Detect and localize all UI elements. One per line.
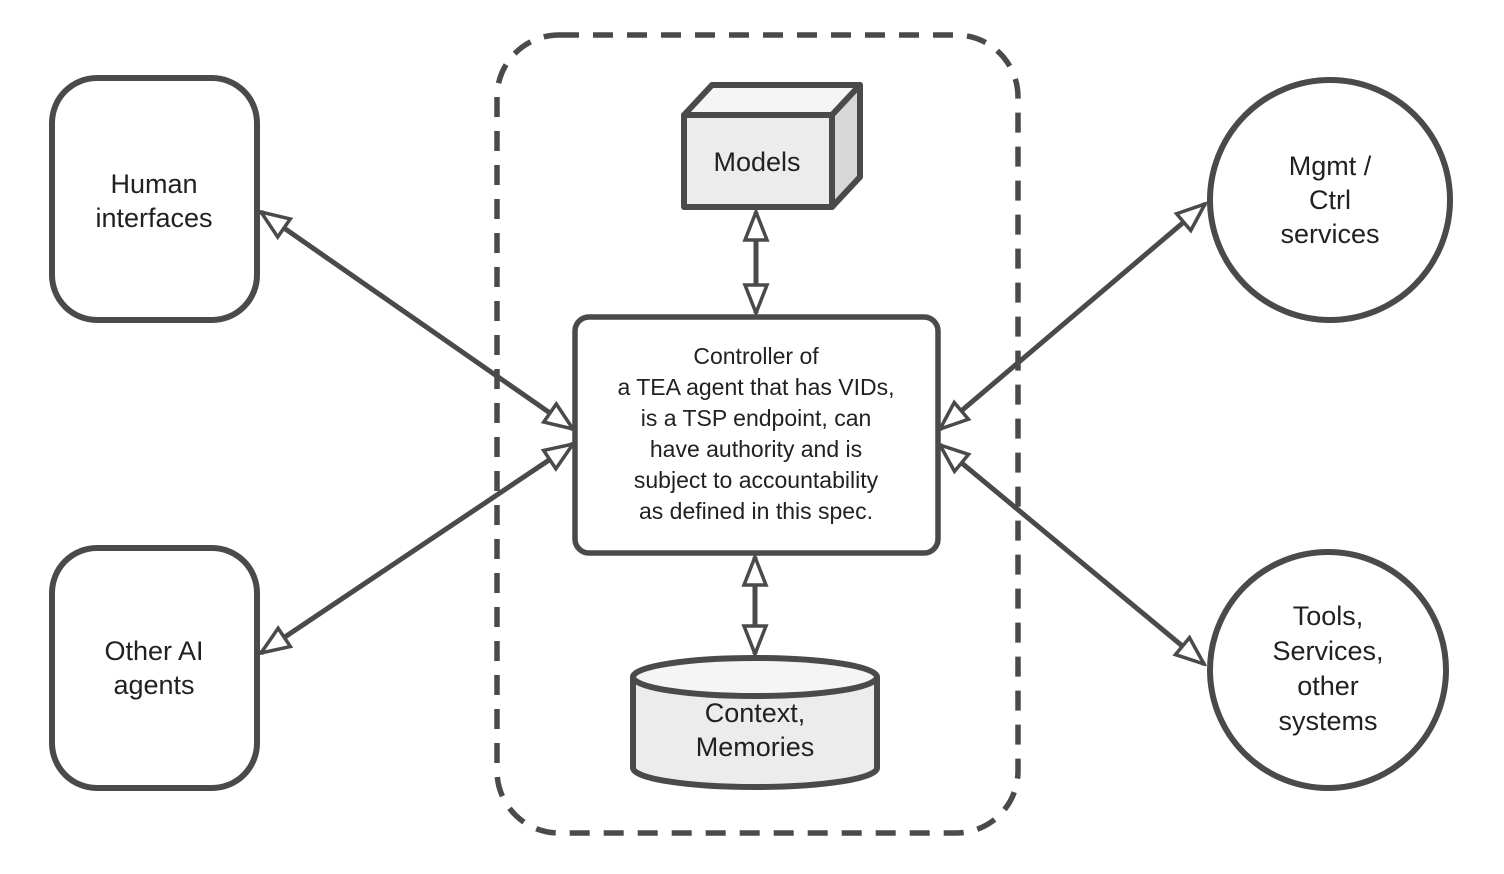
controller-text-line6: as defined in this spec.: [639, 498, 873, 524]
context-memories-cylinder-body: [630, 674, 880, 790]
edge-human-interfaces-controller: [261, 212, 573, 429]
mgmt-ctrl-services-label-line1: Mgmt /: [1289, 151, 1372, 181]
node-controller: Controller of a TEA agent that has VIDs,…: [572, 314, 941, 556]
node-tools-services-other-systems: Tools, Services, other systems: [1207, 549, 1449, 791]
context-memories-label-line2: Memories: [696, 732, 815, 762]
models-box-front-face: [681, 112, 835, 210]
tools-services-label-line1: Tools,: [1293, 601, 1364, 631]
other-ai-agents-label-line1: Other AI: [104, 636, 203, 666]
controller-text-line4: have authority and is: [650, 436, 862, 462]
node-other-ai-agents: Other AI agents: [49, 545, 260, 791]
node-human-interfaces: Human interfaces: [49, 75, 260, 323]
context-memories-cylinder-top: [630, 655, 880, 699]
tools-services-label-line2: Services,: [1272, 636, 1383, 666]
edge-other-ai-agents-controller: [261, 444, 573, 653]
controller-text-line3: is a TSP endpoint, can: [641, 405, 872, 431]
tools-services-label-line4: systems: [1278, 706, 1377, 736]
human-interfaces-shape: [49, 75, 260, 323]
tools-services-label-line3: other: [1297, 671, 1359, 701]
controller-shape: [572, 314, 941, 556]
models-label: Models: [713, 147, 800, 177]
node-mgmt-ctrl-services: Mgmt / Ctrl services: [1207, 77, 1453, 323]
edge-controller-tools-services: [940, 445, 1204, 664]
human-interfaces-label-line2: interfaces: [95, 203, 212, 233]
human-interfaces-label-line1: Human: [110, 169, 197, 199]
controller-text-line2: a TEA agent that has VIDs,: [617, 374, 894, 400]
controller-text-line5: subject to accountability: [634, 467, 879, 493]
context-memories-label-line1: Context,: [705, 698, 806, 728]
edge-controller-mgmt-ctrl-services: [940, 204, 1205, 429]
other-ai-agents-label-line2: agents: [113, 670, 194, 700]
node-models: Models: [681, 82, 863, 210]
node-context-memories: Context, Memories: [630, 655, 880, 790]
edges: [261, 204, 1205, 664]
other-ai-agents-shape: [49, 545, 260, 791]
tools-services-shape: [1207, 549, 1449, 791]
mgmt-ctrl-services-label-line3: services: [1280, 219, 1379, 249]
agent-boundary-dashed-container: [494, 32, 1021, 836]
controller-text-line1: Controller of: [693, 343, 819, 369]
mgmt-ctrl-services-shape: [1207, 77, 1453, 323]
mgmt-ctrl-services-label-line2: Ctrl: [1309, 185, 1351, 215]
